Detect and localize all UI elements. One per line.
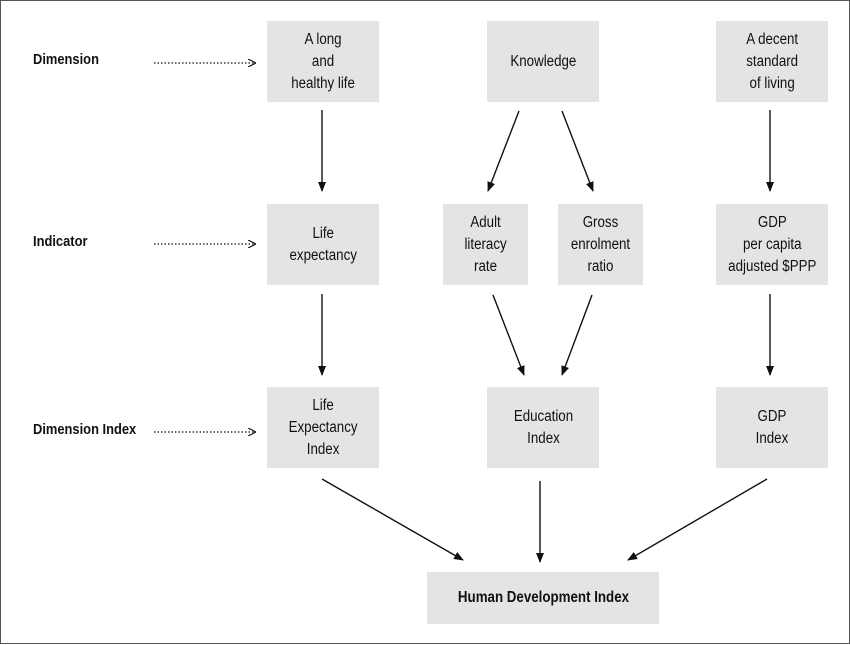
node-knowledge-dimension: Knowledge (487, 21, 599, 102)
arrow-life-expectancy-index-to-hdi (321, 478, 464, 561)
node-adult-literacy-indicator-label: Adult literacy rate (464, 213, 507, 275)
node-knowledge-dimension-label: Knowledge (510, 52, 576, 70)
node-gross-enrolment-indicator: Gross enrolment ratio (558, 204, 643, 285)
node-gdp-index-label: GDP Index (755, 407, 789, 447)
arrow-knowledge-to-gross-enrolment (561, 110, 594, 192)
node-life-expectancy-indicator-label: Life expectancy (289, 224, 357, 264)
node-gross-enrolment-indicator-label: Gross enrolment ratio (570, 213, 631, 275)
node-education-index: Education Index (487, 387, 599, 468)
row-label-dimension: Dimension (33, 51, 99, 68)
node-life-expectancy-indicator: Life expectancy (267, 204, 379, 285)
row-label-dimension-index: Dimension Index (33, 421, 137, 438)
node-life-expectancy-index: Life Expectancy Index (267, 387, 379, 468)
node-health-dimension-label: A long and healthy life (291, 30, 355, 92)
node-gdp-per-capita-indicator: GDP per capita adjusted $PPP (716, 204, 828, 285)
node-living-standard-dimension-label: A decent standard of living (746, 30, 798, 92)
node-gdp-index: GDP Index (716, 387, 828, 468)
arrow-gross-enrolment-to-education-index (561, 294, 593, 376)
node-adult-literacy-indicator: Adult literacy rate (443, 204, 528, 285)
node-living-standard-dimension: A decent standard of living (716, 21, 828, 102)
node-human-development-index-label: Human Development Index (457, 589, 629, 606)
arrow-adult-literacy-to-education-index (492, 294, 525, 376)
node-human-development-index: Human Development Index (427, 572, 659, 624)
arrow-knowledge-to-adult-literacy (487, 110, 520, 192)
node-gdp-per-capita-indicator-label: GDP per capita adjusted $PPP (727, 213, 817, 275)
node-health-dimension: A long and healthy life (267, 21, 379, 102)
row-label-indicator: Indicator (33, 233, 88, 250)
node-education-index-label: Education Index (513, 407, 573, 447)
arrow-gdp-index-to-hdi (627, 478, 768, 561)
node-life-expectancy-index-label: Life Expectancy Index (288, 396, 358, 458)
